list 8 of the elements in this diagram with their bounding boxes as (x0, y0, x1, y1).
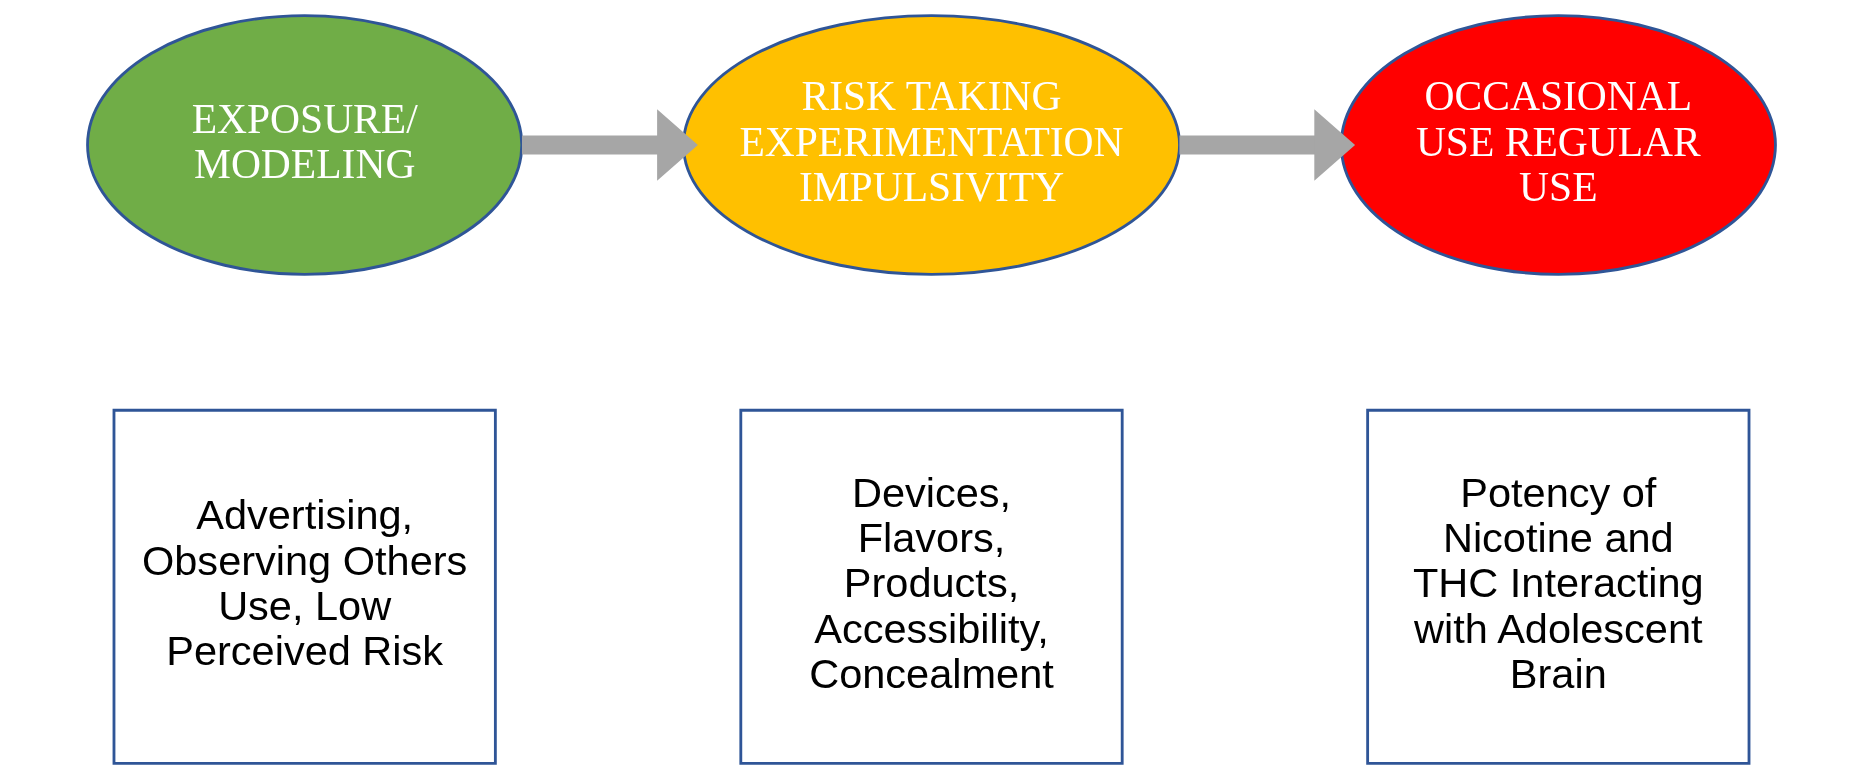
node-ellipse: OCCASIONAL USE REGULAR USE (1339, 14, 1777, 276)
node-box: Advertising, Observing Others Use, Low Perceived Risk (112, 408, 497, 765)
arrow (522, 109, 698, 181)
node-box: Devices, Flavors, Products, Accessibility, Concealment (739, 408, 1124, 765)
arrow (1179, 109, 1356, 181)
node-ellipse: EXPOSURE/ MODELING (86, 14, 524, 276)
node-ellipse: RISK TAKING EXPERIMENTATION IMPULSIVITY (682, 14, 1181, 276)
node-box: Potency of Nicotine and THC Interacting with Adolescent Brain (1366, 408, 1751, 765)
